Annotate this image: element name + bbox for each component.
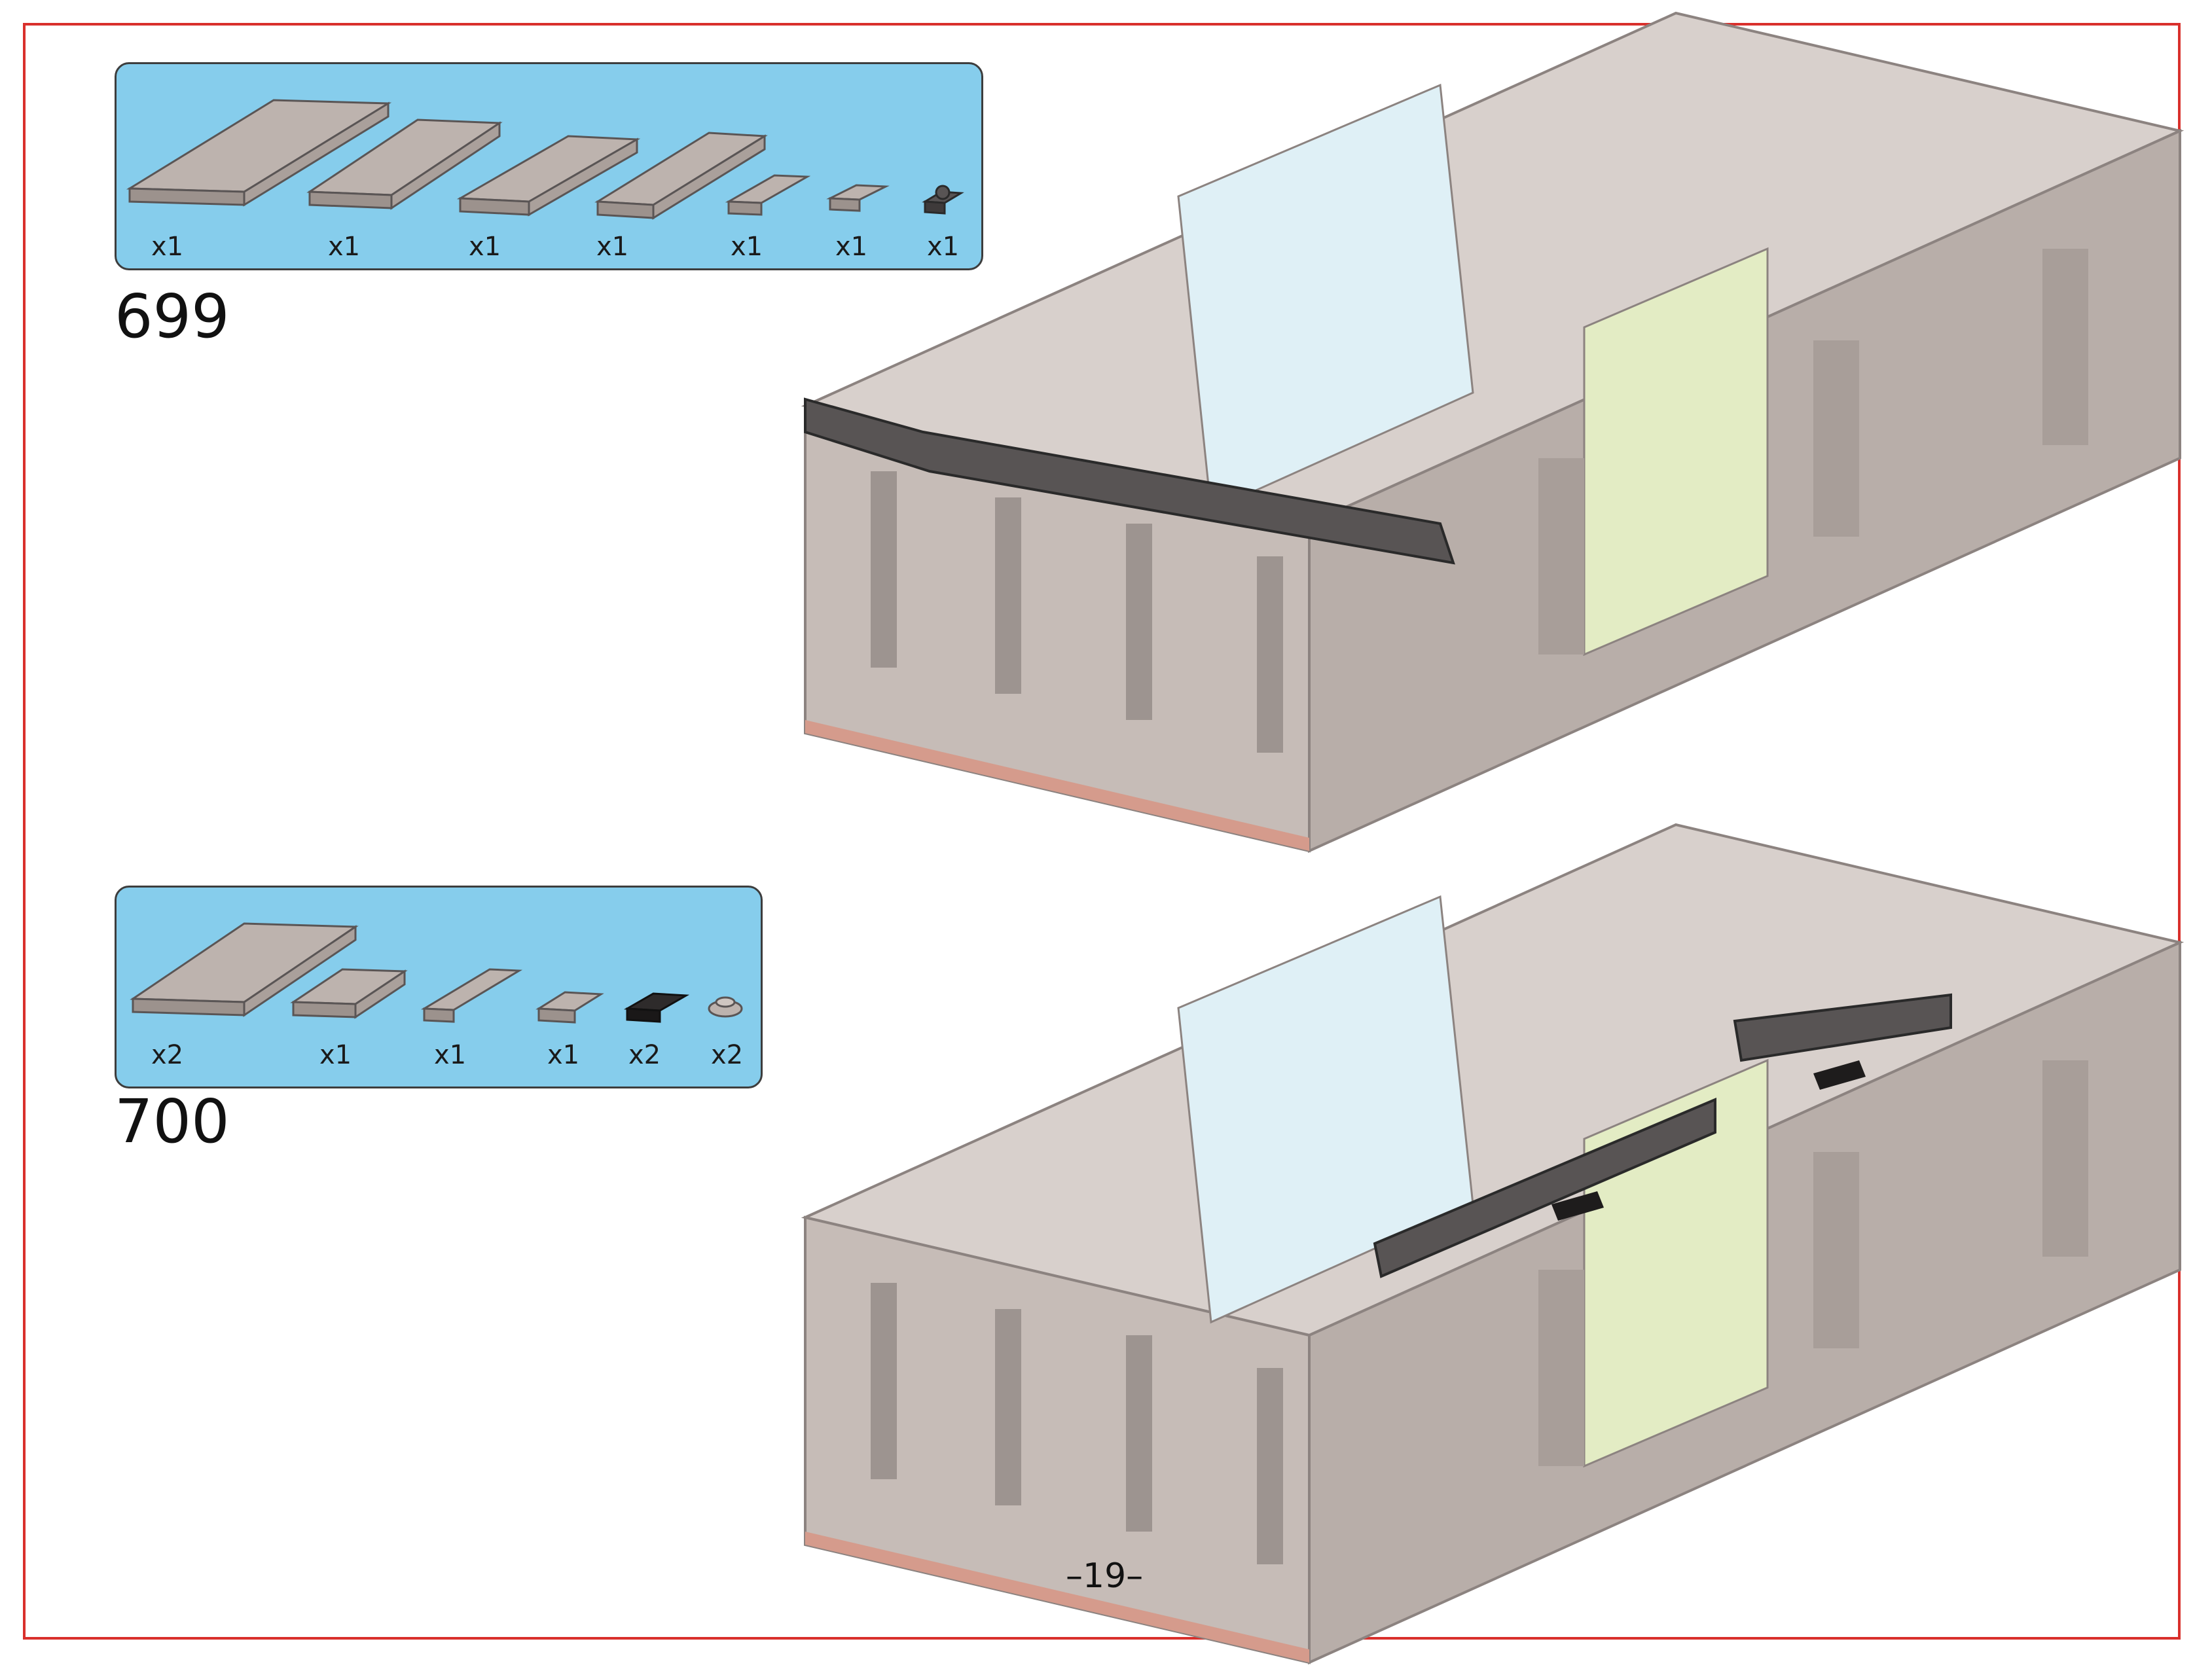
page-number: –19– bbox=[1066, 1556, 1144, 1596]
parts-panel-700: x2 x1 x1 x1 x2 x2 bbox=[115, 886, 763, 1088]
part-qty: x1 bbox=[547, 1040, 580, 1070]
part-qty: x1 bbox=[835, 232, 868, 262]
step-number: 700 bbox=[115, 1087, 230, 1157]
plate-1x2-icon bbox=[826, 184, 890, 212]
plate-2x6-icon bbox=[306, 118, 503, 210]
plate-1x6-icon bbox=[594, 132, 768, 220]
part-qty: x2 bbox=[711, 1040, 744, 1070]
part-qty: x1 bbox=[434, 1040, 467, 1070]
plate-1x6-rail-icon bbox=[456, 135, 641, 217]
plate-1x2-black-icon bbox=[623, 992, 690, 1023]
parts-illustrations-700 bbox=[130, 922, 743, 1024]
plate-2x3-icon bbox=[290, 968, 408, 1019]
part-qty: x1 bbox=[927, 232, 960, 262]
plate-1x3-icon bbox=[725, 174, 811, 216]
part-qty: x1 bbox=[151, 232, 184, 262]
part-qty: x1 bbox=[328, 232, 361, 262]
part-qty: x1 bbox=[731, 232, 763, 262]
round-plate-1x1-icon bbox=[708, 996, 743, 1018]
part-qty: x1 bbox=[469, 232, 501, 262]
step-number: 699 bbox=[115, 281, 230, 351]
parts-panel-699: x1 x1 x1 x1 x1 x1 x1 bbox=[115, 62, 983, 270]
parts-illustrations-699 bbox=[126, 99, 964, 220]
part-qty: x1 bbox=[319, 1040, 352, 1070]
part-qty: x2 bbox=[628, 1040, 661, 1070]
part-qty: x2 bbox=[151, 1040, 184, 1070]
plate-2x8-icon bbox=[126, 99, 392, 207]
plate-1x1-clip-icon bbox=[922, 185, 964, 215]
plate-1x4-icon bbox=[420, 968, 523, 1023]
part-qty: x1 bbox=[596, 232, 629, 262]
plate-2x6-icon bbox=[130, 922, 359, 1017]
plate-1x2-rail-icon bbox=[535, 991, 604, 1024]
